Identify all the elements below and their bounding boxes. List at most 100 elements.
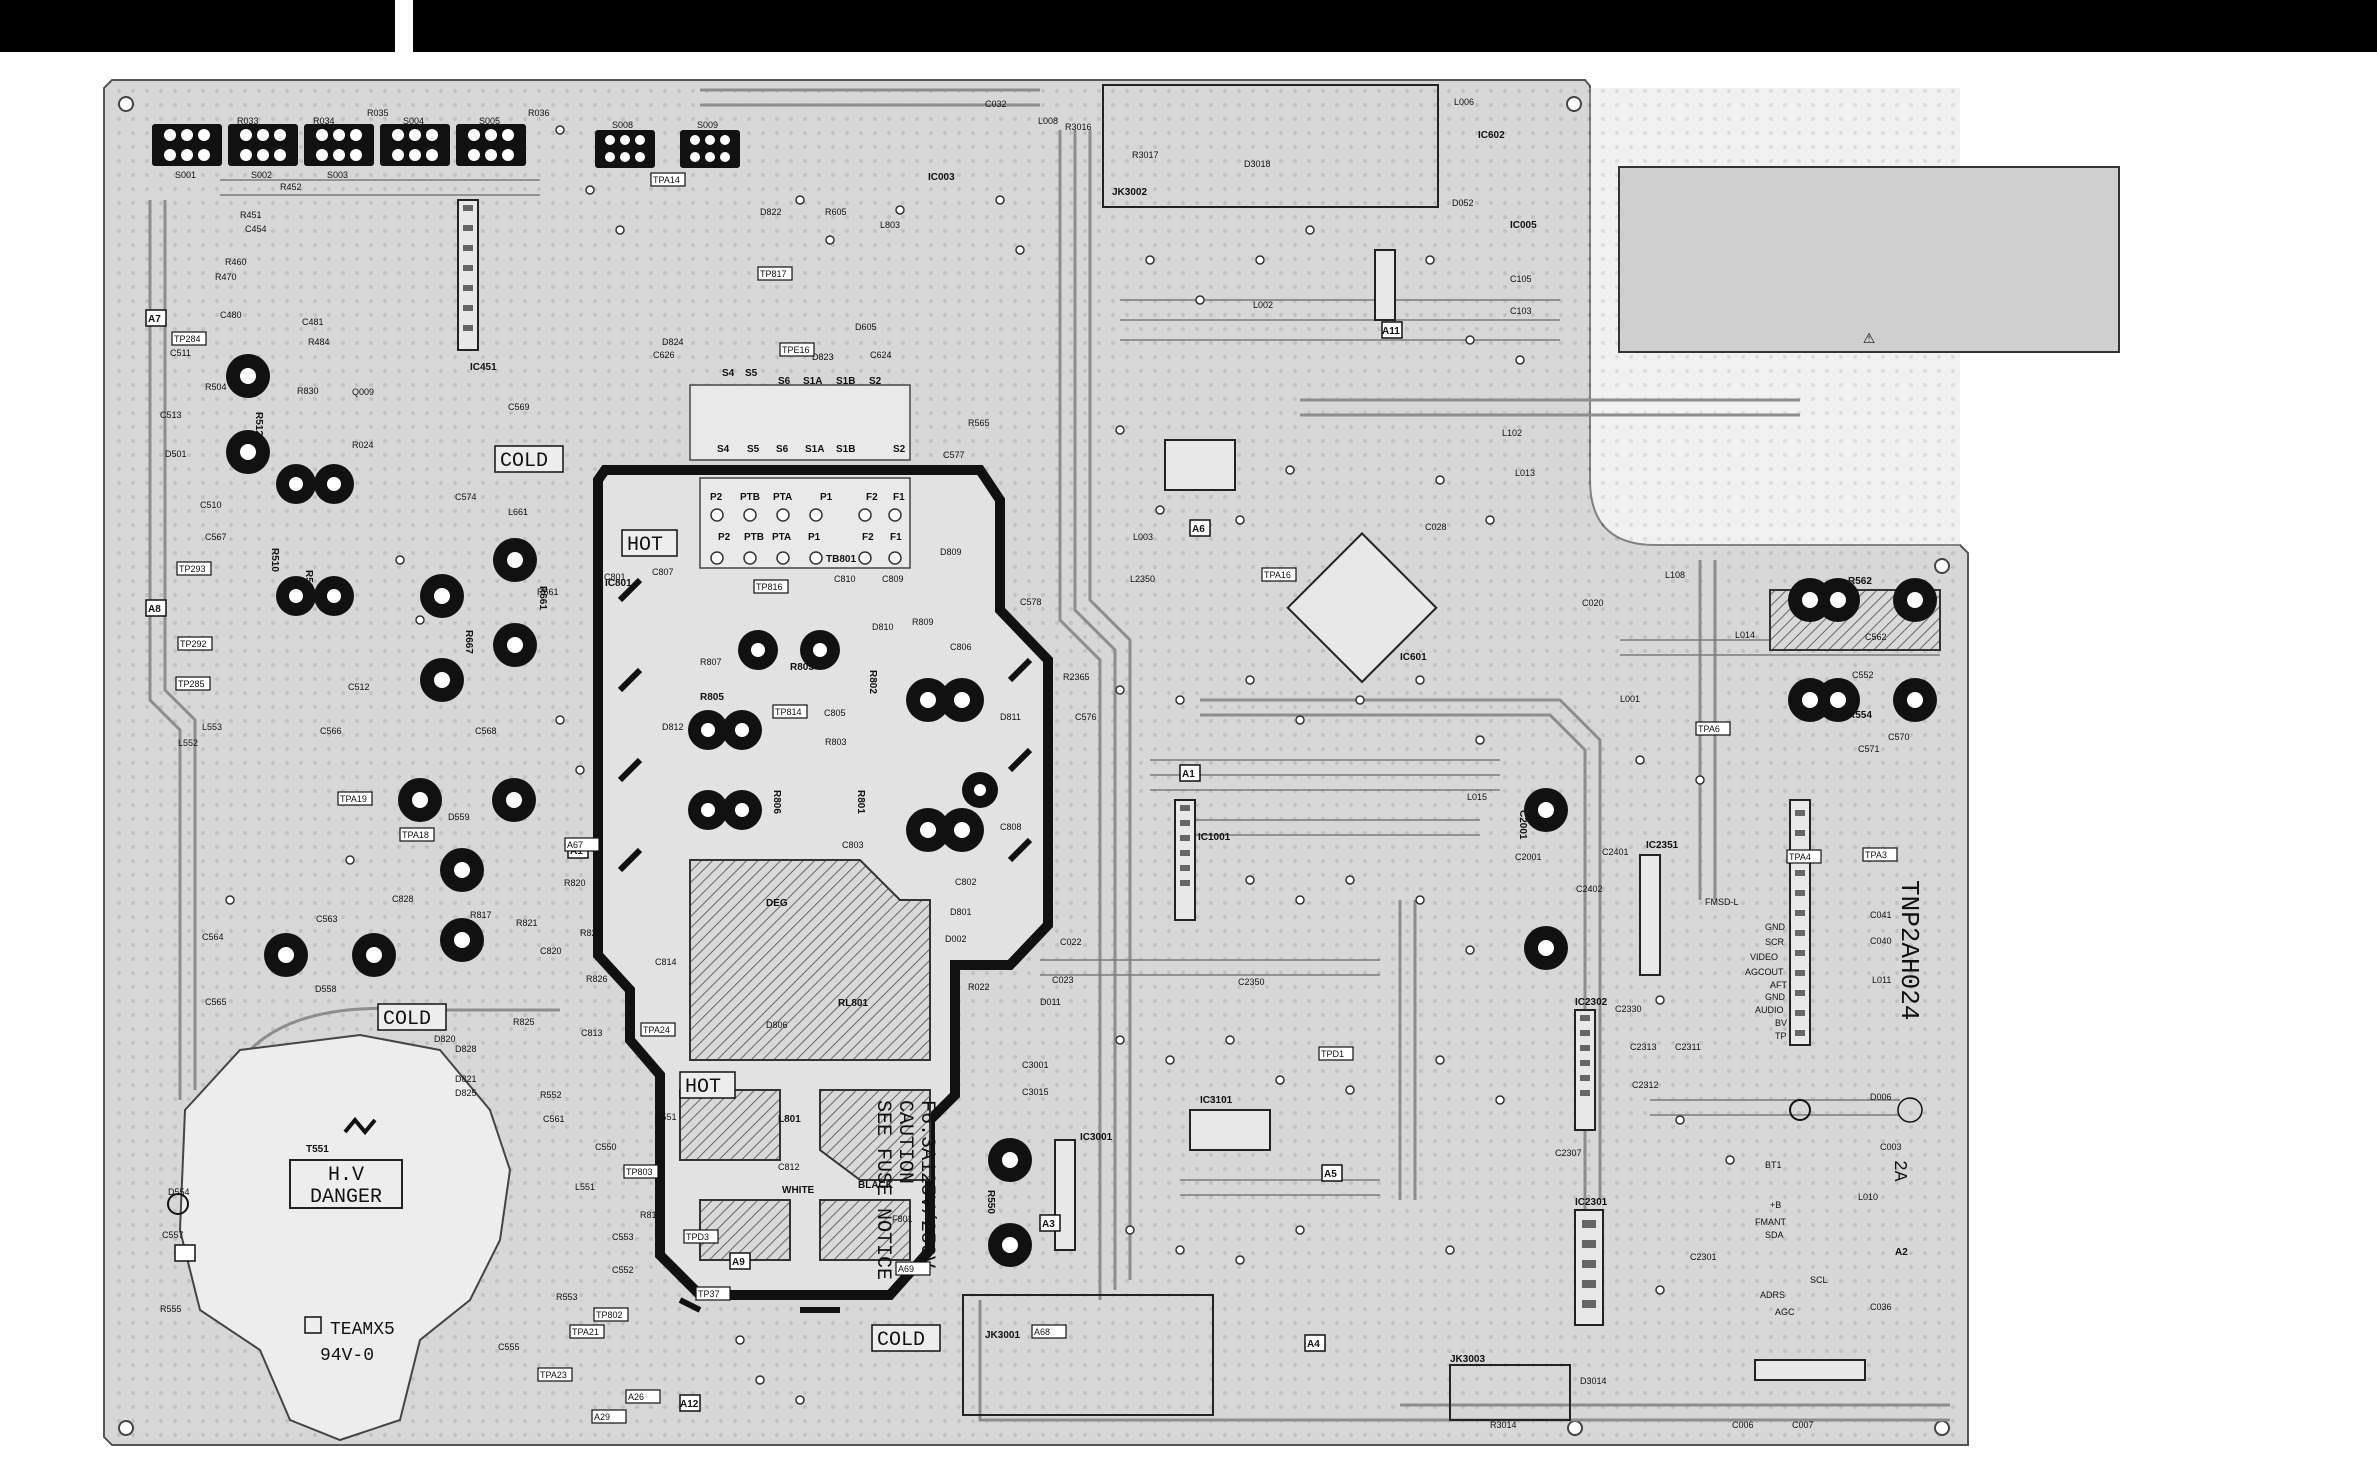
large-pad-holes bbox=[240, 368, 1923, 1253]
ref-label: C569 bbox=[508, 402, 530, 412]
ref-label: TPA14 bbox=[653, 175, 680, 185]
ref-label: C2313 bbox=[1630, 1042, 1657, 1052]
part-label: R554 bbox=[1848, 710, 1872, 721]
ref-label: D554 bbox=[168, 1187, 190, 1197]
ref-label: C802 bbox=[955, 877, 977, 887]
tb801-pin-label: PTB bbox=[744, 532, 764, 543]
ref-label: L552 bbox=[178, 738, 198, 748]
ref-label: C555 bbox=[498, 1342, 520, 1352]
ref-label: L008 bbox=[1038, 116, 1058, 126]
connector-label: A8 bbox=[148, 604, 161, 615]
ref-label: C551 bbox=[655, 1112, 677, 1122]
ref-label: R555 bbox=[160, 1304, 182, 1314]
ref-label: TP803 bbox=[626, 1167, 653, 1177]
ref-label: C480 bbox=[220, 310, 242, 320]
ic-label: IC601 bbox=[1400, 652, 1427, 663]
ref-label: R2365 bbox=[1063, 672, 1090, 682]
ref-label: D3018 bbox=[1244, 159, 1271, 169]
ref-label: L553 bbox=[202, 722, 222, 732]
ref-label: C626 bbox=[653, 350, 675, 360]
ref-label: D3014 bbox=[1580, 1376, 1607, 1386]
ref-label: C007 bbox=[1792, 1420, 1814, 1430]
ref-label: C806 bbox=[950, 642, 972, 652]
connector-label: A11 bbox=[1382, 326, 1400, 337]
ref-labels-left: R451 R452 R470 R460 C454 C480 C481 R484 … bbox=[160, 182, 677, 1352]
ref-label: C807 bbox=[652, 567, 674, 577]
ref-label: C564 bbox=[202, 932, 224, 942]
ref-label: A68 bbox=[1034, 1327, 1050, 1337]
switch-row bbox=[152, 124, 740, 168]
ref-label: C2401 bbox=[1602, 847, 1629, 857]
switch-resistor-label: R036 bbox=[528, 108, 550, 118]
hv-label: H.V bbox=[328, 1164, 364, 1187]
cold-badge-3 bbox=[871, 1324, 941, 1352]
signal-label: GND bbox=[1765, 992, 1786, 1002]
ref-label: C577 bbox=[943, 450, 965, 460]
ref-label: TPD1 bbox=[1321, 1049, 1344, 1059]
ic-label: IC005 bbox=[1510, 220, 1537, 231]
terminal-pins bbox=[710, 508, 902, 565]
maker-line1: TEAMX5 bbox=[330, 1320, 395, 1340]
maker-line2: 94V-0 bbox=[320, 1346, 374, 1366]
signal-label: AFT bbox=[1770, 980, 1788, 990]
ref-label: R807 bbox=[700, 657, 722, 667]
wire-white-label: WHITE bbox=[782, 1185, 815, 1196]
ref-label: L003 bbox=[1133, 532, 1153, 542]
isolation-marks bbox=[617, 577, 1033, 1313]
ref-labels-right: L006 D052 C105 C103 L102 L108 L013 L014 … bbox=[1425, 97, 1910, 1430]
tb801-pin-label: P1 bbox=[808, 532, 821, 543]
ref-label: R605 bbox=[825, 207, 847, 217]
ic-pins bbox=[463, 205, 1805, 1308]
ref-label: C557 bbox=[162, 1230, 184, 1240]
signal-label: BT1 bbox=[1765, 1160, 1782, 1170]
signal-label: ADRS bbox=[1760, 1290, 1785, 1300]
ref-label: C565 bbox=[205, 997, 227, 1007]
ref-label: D558 bbox=[315, 984, 337, 994]
tb801-pin-label: F1 bbox=[893, 492, 905, 503]
board-rev: 2A bbox=[1889, 1160, 1909, 1182]
ref-label: TP817 bbox=[760, 269, 787, 279]
ref-label: C801 bbox=[604, 572, 626, 582]
ref-label: TP814 bbox=[775, 707, 802, 717]
ref-label: TPA4 bbox=[1789, 852, 1811, 862]
board-id: TNP2AH024 bbox=[1894, 880, 1924, 1020]
connector-label: A12 bbox=[680, 1399, 699, 1410]
ref-label: C576 bbox=[1075, 712, 1097, 722]
ref-label: F801 bbox=[892, 1214, 913, 1224]
ref-label: C513 bbox=[160, 410, 182, 420]
ref-label: C2307 bbox=[1555, 1148, 1582, 1158]
ref-label: A26 bbox=[628, 1392, 644, 1402]
ref-label: D821 bbox=[455, 1074, 477, 1084]
ref-label: C510 bbox=[200, 500, 222, 510]
tb-s-label: S1B bbox=[836, 444, 855, 455]
ref-label: D011 bbox=[1040, 997, 1061, 1007]
ref-label: R460 bbox=[225, 257, 247, 267]
ref-label: D605 bbox=[855, 322, 877, 332]
ref-label: C040 bbox=[1870, 936, 1892, 946]
ref-label: D811 bbox=[1000, 712, 1021, 722]
ref-label: R825 bbox=[513, 1017, 535, 1027]
connector-label: A9 bbox=[732, 1257, 745, 1268]
ref-label: L010 bbox=[1858, 1192, 1878, 1202]
cold-label-2: COLD bbox=[383, 1008, 431, 1031]
ref-label: L011 bbox=[1872, 975, 1891, 985]
ic-label: IC2351 bbox=[1646, 840, 1679, 851]
ref-label: R817 bbox=[470, 910, 492, 920]
part-label: R512 bbox=[253, 412, 264, 436]
tb801-label: TB801 bbox=[826, 554, 856, 565]
jack-outlines bbox=[962, 84, 1571, 1421]
connector-label: A1 bbox=[1182, 769, 1195, 780]
part-label: R802 bbox=[867, 670, 878, 694]
ref-label: R470 bbox=[215, 272, 237, 282]
ref-label: TPE16 bbox=[782, 345, 810, 355]
tb801-pin-label: P2 bbox=[718, 532, 731, 543]
ref-label: C570 bbox=[1888, 732, 1910, 742]
ref-label: TPA19 bbox=[340, 794, 367, 804]
ic-label: IC3001 bbox=[1080, 1132, 1113, 1143]
flyback-transformer bbox=[178, 1033, 512, 1442]
mounting-holes bbox=[118, 96, 1950, 1436]
ref-label: C563 bbox=[316, 914, 338, 924]
ref-label: D825 bbox=[455, 1088, 477, 1098]
header-bar-right bbox=[413, 0, 2377, 52]
